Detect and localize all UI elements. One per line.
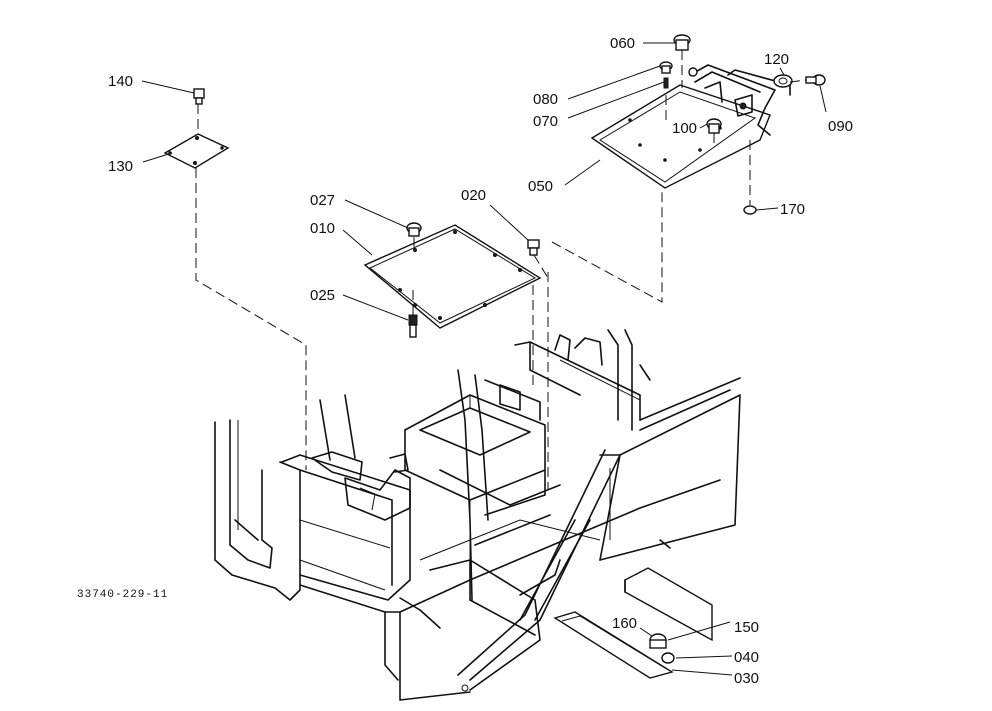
- ring-120: [773, 74, 793, 88]
- callout-027: 027: [310, 192, 335, 209]
- cover-plate-130: [163, 133, 230, 169]
- plate-150: [624, 567, 713, 642]
- callout-080: 080: [533, 91, 558, 108]
- callout-100: 100: [672, 120, 697, 137]
- bolt-040: [661, 652, 675, 664]
- callout-150: 150: [734, 619, 759, 636]
- bolt-060: [673, 34, 691, 51]
- washer-080: [659, 61, 673, 74]
- guard-plate-030: [553, 611, 674, 679]
- bolt-090: [805, 74, 826, 86]
- body-frame: [214, 329, 741, 701]
- bolt-160: [649, 633, 667, 649]
- callout-025: 025: [310, 287, 335, 304]
- callout-030: 030: [734, 670, 759, 687]
- callout-160: 160: [612, 615, 637, 632]
- callout-020: 020: [461, 187, 486, 204]
- callout-040: 040: [734, 649, 759, 666]
- assembly-lines: [195, 50, 807, 490]
- upper-plate-050: [590, 64, 791, 189]
- floor-plate-010: [363, 224, 542, 329]
- callout-120: 120: [764, 51, 789, 68]
- bolt-140: [193, 88, 205, 105]
- pin-070: [663, 77, 669, 89]
- callout-060: 060: [610, 35, 635, 52]
- nut-170: [743, 205, 757, 215]
- callout-140: 140: [108, 73, 133, 90]
- callout-050: 050: [528, 178, 553, 195]
- leader-lines: [141, 42, 827, 676]
- callout-070: 070: [533, 113, 558, 130]
- callout-170: 170: [780, 201, 805, 218]
- callout-130: 130: [108, 158, 133, 175]
- callout-010: 010: [310, 220, 335, 237]
- callout-090: 090: [828, 118, 853, 135]
- bolt-020: [527, 239, 540, 256]
- knob-100: [706, 118, 722, 134]
- bolt-027: [406, 222, 422, 237]
- callout-labels: 060 080 070 120 090 100 050 170 140 130 …: [108, 35, 853, 687]
- drawing-code: 33740-229-11: [77, 589, 168, 601]
- stud-025: [408, 314, 418, 338]
